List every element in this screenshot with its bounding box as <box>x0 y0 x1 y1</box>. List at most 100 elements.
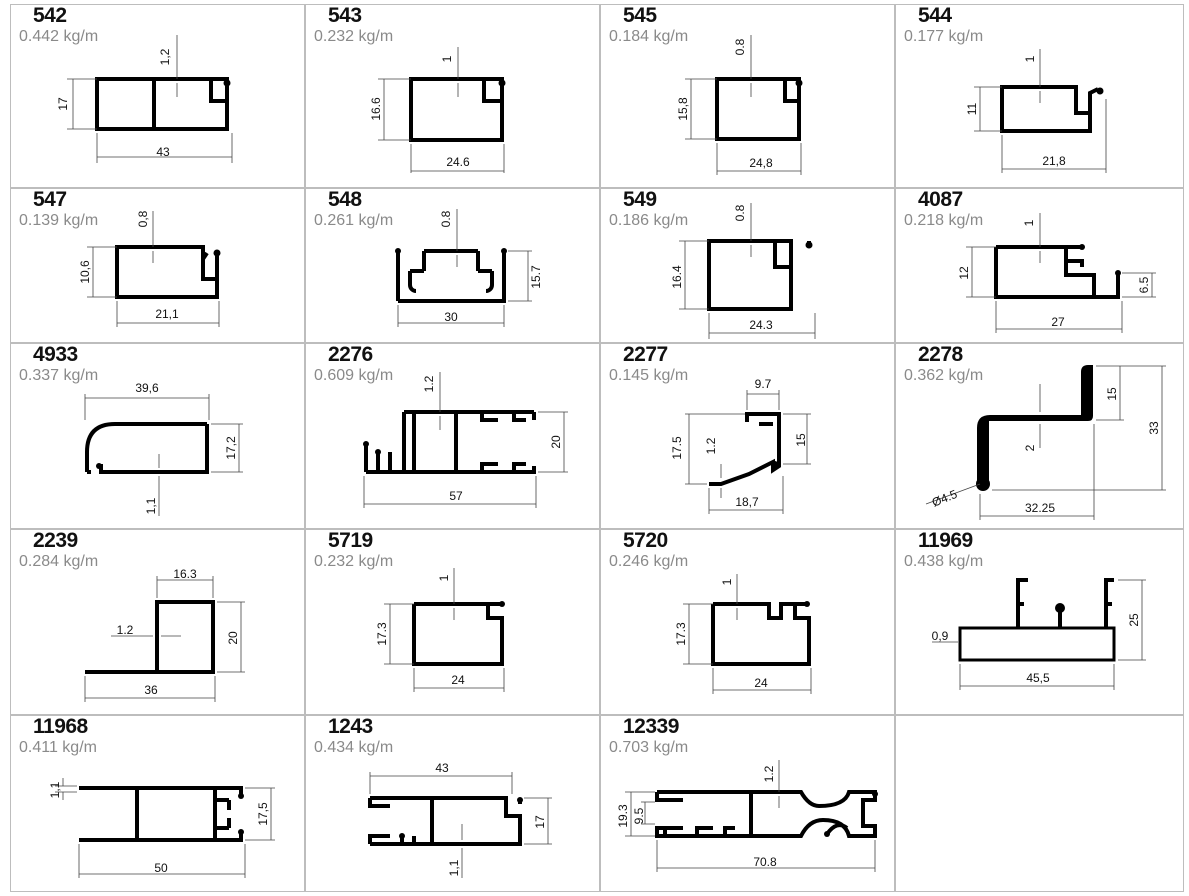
dim-label: 1 <box>440 55 454 62</box>
profile-cell-2276: 2276 0.609 kg/m 1.2 20 57 <box>305 343 600 529</box>
profile-drawing: 0,9 25 45,5 <box>932 578 1146 690</box>
dim-label: 1,2 <box>158 48 172 65</box>
profile-code: 543 <box>328 4 362 27</box>
dim-label: 1 <box>437 574 451 581</box>
profile-weight: 0.186 kg/m <box>609 212 689 229</box>
profile-drawing: 1,1 17,5 50 <box>48 778 275 878</box>
profile-drawing: 1.2 19.3 9.5 70.8 <box>616 760 878 872</box>
profile-code: 4087 <box>918 188 963 211</box>
dim-label: 21,1 <box>155 307 179 321</box>
profile-code: 12339 <box>623 715 679 738</box>
dim-label: 20 <box>226 631 240 645</box>
dim-label: 24.3 <box>749 318 773 332</box>
profile-cell-5720: 5720 0.246 kg/m 1 17.3 24 <box>600 529 895 715</box>
dim-label: 16.3 <box>173 567 197 581</box>
dim-label: 20 <box>549 435 563 449</box>
profile-weight: 0.362 kg/m <box>904 367 984 384</box>
profile-weight: 0.232 kg/m <box>314 28 394 45</box>
profile-cell-547: 547 0.139 kg/m 0,8 10,6 21,1 <box>10 188 305 343</box>
dim-label: 43 <box>156 145 170 159</box>
dim-label: 39,6 <box>135 381 159 395</box>
dim-label: 1 <box>1023 55 1037 62</box>
dim-label: 1,1 <box>447 859 461 876</box>
dim-label: 0.8 <box>733 38 747 55</box>
profile-drawing: 1 17.3 24 <box>674 574 812 694</box>
dim-label: 0.8 <box>733 204 747 221</box>
dim-label: 45,5 <box>1026 671 1050 685</box>
profile-drawing: 0.8 15,8 24,8 <box>676 35 803 175</box>
profile-code: 11968 <box>33 715 88 738</box>
profile-drawing: 16.3 1.2 20 36 <box>84 567 245 702</box>
profile-code: 545 <box>623 4 657 27</box>
profile-code: 548 <box>328 188 362 211</box>
dim-label: 17.3 <box>674 622 688 646</box>
profile-drawing: 1 11 21,8 <box>965 49 1107 173</box>
profile-cell-2239: 2239 0.284 kg/m 16.3 1.2 20 36 <box>10 529 305 715</box>
dim-label: 1,1 <box>48 781 62 798</box>
profile-code: 2277 <box>623 343 668 366</box>
profile-code: 5720 <box>623 529 668 552</box>
profile-code: 544 <box>918 4 952 27</box>
profile-weight: 0.184 kg/m <box>609 28 689 45</box>
profile-weight: 0.232 kg/m <box>314 553 394 570</box>
profile-weight: 0.703 kg/m <box>609 739 689 756</box>
profile-code: 4933 <box>33 343 78 366</box>
dim-label: 57 <box>449 489 463 503</box>
profile-catalog-grid: 542 0.442 kg/m 1,2 17 43 543 0.232 kg/m … <box>10 4 1184 892</box>
profile-weight: 0.177 kg/m <box>904 28 984 45</box>
profile-drawing: 1 12 6.5 27 <box>957 213 1156 333</box>
profile-cell-1243: 1243 0.434 kg/m 43 17 1,1 <box>305 715 600 892</box>
profile-cell-548: 548 0.261 kg/m 0.8 15.7 30 <box>305 188 600 343</box>
dim-label: 16.4 <box>670 265 684 289</box>
dim-label: 9.5 <box>632 807 646 824</box>
profile-cell-544: 544 0.177 kg/m 1 11 21,8 <box>895 4 1184 188</box>
profile-cell-543: 543 0.232 kg/m 1 16.6 24.6 <box>305 4 600 188</box>
profile-drawing: 0.8 15.7 30 <box>395 209 543 327</box>
profile-code: 549 <box>623 188 657 211</box>
profile-cell-11968: 11968 0.411 kg/m 1,1 17,5 50 <box>10 715 305 892</box>
dim-label: 0,9 <box>932 629 949 643</box>
profile-weight: 0.218 kg/m <box>904 212 984 229</box>
profile-cell-4087: 4087 0.218 kg/m 1 12 6.5 27 <box>895 188 1184 343</box>
dim-label: 1.2 <box>704 437 718 454</box>
dim-label: 1 <box>1022 219 1036 226</box>
profile-cell-2277: 2277 0.145 kg/m 9.7 17.5 1.2 15 18,7 <box>600 343 895 529</box>
dim-label: 1,1 <box>144 497 158 514</box>
profile-drawing: 1 16.6 24.6 <box>369 47 506 173</box>
profile-drawing: 15 33 2 Ø4.5 32.25 <box>925 365 1166 520</box>
dim-label: 15.7 <box>529 265 543 289</box>
dim-label: 15,8 <box>676 97 690 121</box>
profile-weight: 0.337 kg/m <box>19 367 99 384</box>
dim-label: 36 <box>144 683 158 697</box>
profile-code: 547 <box>33 188 67 211</box>
profile-drawing: 43 17 1,1 <box>368 761 552 878</box>
profile-weight: 0.261 kg/m <box>314 212 394 229</box>
profile-cell-2278: 2278 0.362 kg/m 15 33 2 Ø4.5 32.25 <box>895 343 1184 529</box>
dim-label: 17,5 <box>256 802 270 826</box>
dim-label: 16.6 <box>369 97 383 121</box>
empty-cell <box>895 715 1184 892</box>
profile-code: 11969 <box>918 529 973 552</box>
profile-weight: 0.411 kg/m <box>19 739 97 756</box>
dim-label: 24 <box>451 673 465 687</box>
dim-label: 24,8 <box>749 156 773 170</box>
dim-label: Ø4.5 <box>930 487 960 510</box>
profile-weight: 0.442 kg/m <box>19 28 99 45</box>
profile-cell-12339: 12339 0.703 kg/m 1.2 19.3 9.5 70.8 <box>600 715 895 892</box>
profile-weight: 0.139 kg/m <box>19 212 99 229</box>
dim-label: 9.7 <box>755 377 772 391</box>
profile-cell-545: 545 0.184 kg/m 0.8 15,8 24,8 <box>600 4 895 188</box>
dim-label: 0.8 <box>439 210 453 227</box>
dim-label: 17.3 <box>375 622 389 646</box>
dim-label: 25 <box>1127 613 1141 627</box>
profile-drawing: 1,2 17 43 <box>56 35 233 163</box>
dim-label: 1 <box>720 578 734 585</box>
profile-drawing: 1 17.3 24 <box>375 568 505 692</box>
profile-cell-11969: 11969 0.438 kg/m 0,9 25 45,5 <box>895 529 1184 715</box>
dim-label: 1.2 <box>762 765 776 782</box>
dim-label: 17 <box>533 815 547 829</box>
dim-label: 15 <box>794 433 808 447</box>
dim-label: 43 <box>435 761 449 775</box>
profile-code: 2239 <box>33 529 78 552</box>
dim-label: 17,2 <box>224 436 238 460</box>
